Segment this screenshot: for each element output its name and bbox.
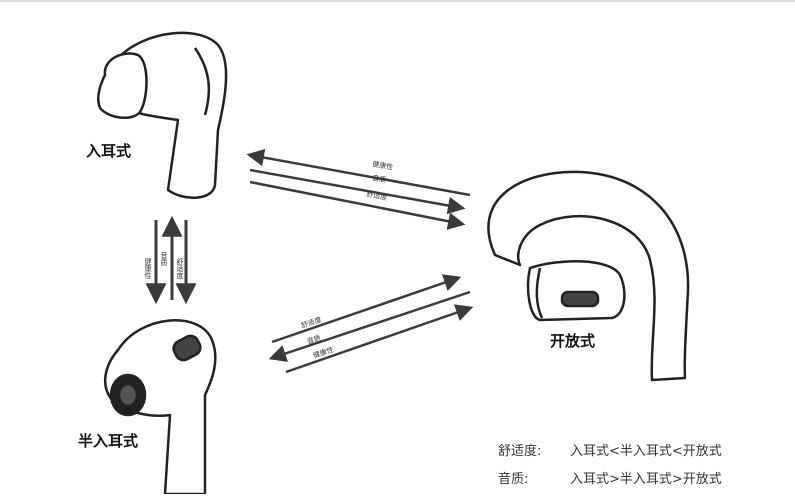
top-diagonal-arrows	[246, 148, 471, 230]
label-in-ear: 入耳式	[86, 142, 132, 160]
legend-sound-value: 入耳式>半入耳式>开放式	[570, 472, 722, 487]
top-arrow-sound-label: 音质	[372, 173, 387, 184]
label-open: 开放式	[550, 332, 596, 350]
top-arrow-comfort-label: 舒适度	[366, 189, 388, 202]
half-in-ear-earbud-illustration	[103, 319, 217, 496]
vertical-arrow-sound-label: 音质	[160, 251, 168, 267]
bottom-arrow-sound-label: 音质	[306, 333, 322, 346]
bottom-arrow-health-label: 健康性	[312, 345, 335, 360]
label-half-in-ear: 半入耳式	[78, 432, 139, 450]
vertical-arrow-health-label: 健康性	[144, 257, 152, 280]
legend-comfort-row: 舒适度: 入耳式<半入耳式<开放式	[498, 440, 722, 459]
top-arrow-health-label: 健康性	[372, 159, 394, 172]
vertical-arrows	[145, 215, 197, 305]
open-earbud-illustration	[487, 170, 690, 382]
legend-comfort-key: 舒适度:	[498, 444, 542, 459]
legend-sound-key: 音质:	[498, 472, 529, 487]
legend-comfort-value: 入耳式<半入耳式<开放式	[570, 444, 722, 459]
vertical-arrow-comfort-label: 舒适度	[176, 257, 184, 280]
legend-sound-row: 音质: 入耳式>半入耳式>开放式	[498, 468, 722, 487]
in-ear-earbud-illustration	[97, 31, 228, 200]
bottom-diagonal-arrows	[268, 274, 474, 374]
